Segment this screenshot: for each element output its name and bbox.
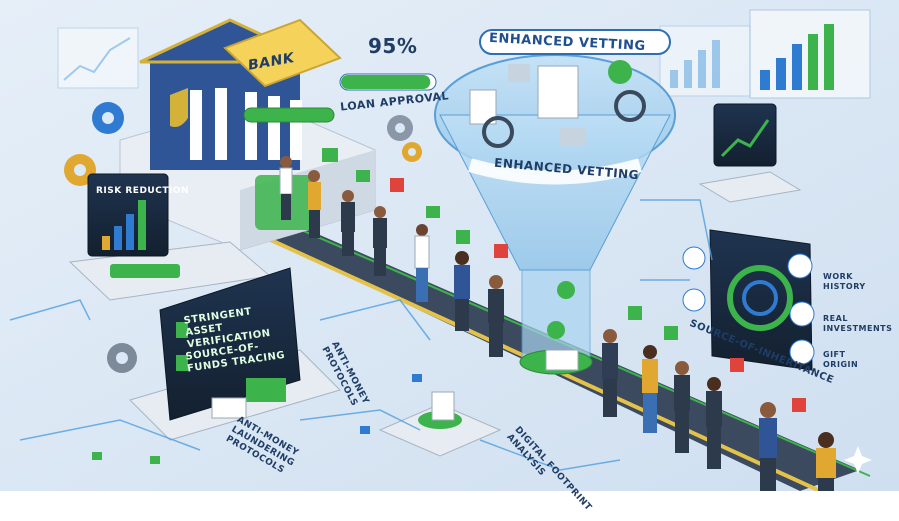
background-chart-top-left [57, 27, 139, 89]
enhanced-vetting-funnel [434, 29, 676, 375]
person-13 [816, 432, 836, 491]
person-10 [674, 361, 690, 453]
gift-icon [789, 339, 815, 365]
briefcase-icon [787, 253, 813, 279]
paper-stack-icon [211, 397, 247, 419]
loan-approval-percent: 95% [368, 34, 418, 58]
loan-approval-progress-fill [341, 75, 431, 89]
small-node-icons [92, 374, 422, 464]
status-flags [322, 148, 806, 412]
id-document-icon [537, 65, 579, 119]
magnifier-icon [614, 90, 646, 122]
person-2 [308, 170, 321, 238]
document-icon-footprint [431, 391, 455, 421]
person-7 [488, 275, 504, 357]
house-icon [789, 301, 815, 327]
checkmark-icon [608, 60, 632, 84]
gear-icon-gold-small [402, 142, 422, 162]
checkmark-flag [426, 206, 440, 218]
gear-icon-grey [387, 115, 413, 141]
gift-origin-label: GIFT ORIGIN [823, 350, 859, 369]
person-1 [279, 156, 293, 220]
person-12 [759, 402, 777, 491]
scene-svg [0, 0, 899, 493]
document-icon-side [682, 246, 706, 270]
person-8 [602, 329, 618, 417]
checkmark-flag [356, 170, 370, 182]
real-investments-label: REAL INVESTMENTS [823, 314, 893, 333]
bank-icon-funnel [560, 128, 586, 146]
cash-stack-icon [246, 378, 286, 402]
shield-icon [170, 88, 188, 127]
growth-monitor [698, 103, 802, 203]
sparkle-icon [844, 446, 872, 474]
checkmark-flag [664, 326, 678, 340]
document-icon [176, 355, 188, 371]
magnifier-icon-left [482, 116, 514, 148]
person-3 [341, 190, 355, 256]
checkmark-icon-funnel [557, 281, 575, 299]
connector-lines [9, 199, 713, 471]
checkmark-icon-tube [547, 321, 565, 339]
network-icon-side [682, 288, 706, 312]
person-4 [373, 206, 387, 276]
person-11 [706, 377, 722, 469]
background-chart-top-right [659, 25, 751, 97]
customer-queue [279, 156, 836, 491]
paper-stack-icon-tube [545, 349, 579, 371]
gear-icon-grey-bottom [107, 343, 137, 373]
bank-icon-small [508, 64, 530, 82]
risk-reduction-label: RISK REDUCTION [96, 186, 190, 196]
person-6 [454, 251, 470, 331]
checkmark-flag [628, 306, 642, 320]
background-bar-chart-right [749, 9, 871, 99]
gear-icon-blue [92, 102, 124, 134]
alert-flag [792, 398, 806, 412]
digital-footprint-station [378, 391, 502, 457]
work-history-label: WORK HISTORY [823, 272, 866, 291]
alert-flag [730, 358, 744, 372]
dollar-icon [176, 322, 188, 338]
person-5 [414, 224, 430, 302]
checkmark-flag [456, 230, 470, 244]
alert-flag [494, 244, 508, 258]
checkmark-flag [322, 148, 338, 162]
source-of-inheritance-panel [682, 229, 815, 371]
risk-reduction-monitor [68, 173, 272, 301]
dollar-icon-cycle [742, 280, 778, 316]
alert-flag [390, 178, 404, 192]
loan-approval-bar [243, 73, 437, 123]
verification-terminal [129, 267, 341, 441]
person-9 [642, 345, 658, 433]
